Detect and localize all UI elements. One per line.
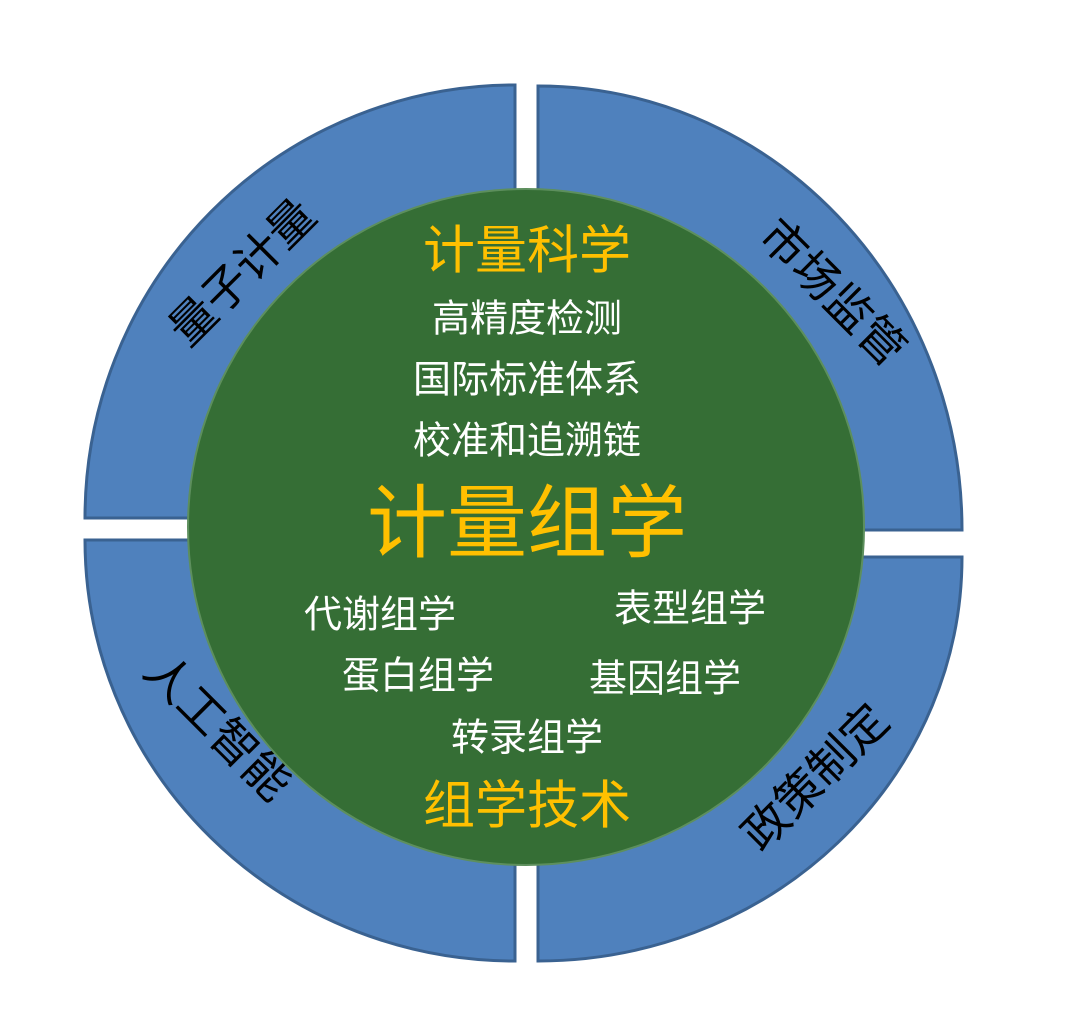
omics-item: 表型组学 [614, 587, 766, 631]
bottom-heading: 组学技术 [423, 777, 631, 837]
metrology-item: 校准和追溯链 [413, 419, 641, 463]
metrology-item: 高精度检测 [432, 297, 622, 341]
omics-item: 代谢组学 [304, 593, 456, 637]
top-heading: 计量科学 [423, 222, 631, 282]
center-circle [187, 188, 865, 866]
main-title: 计量组学 [367, 477, 687, 570]
metrology-item: 国际标准体系 [413, 358, 641, 402]
omics-item: 基因组学 [589, 657, 741, 701]
omics-item: 蛋白组学 [342, 654, 494, 698]
omics-item: 转录组学 [451, 716, 603, 760]
